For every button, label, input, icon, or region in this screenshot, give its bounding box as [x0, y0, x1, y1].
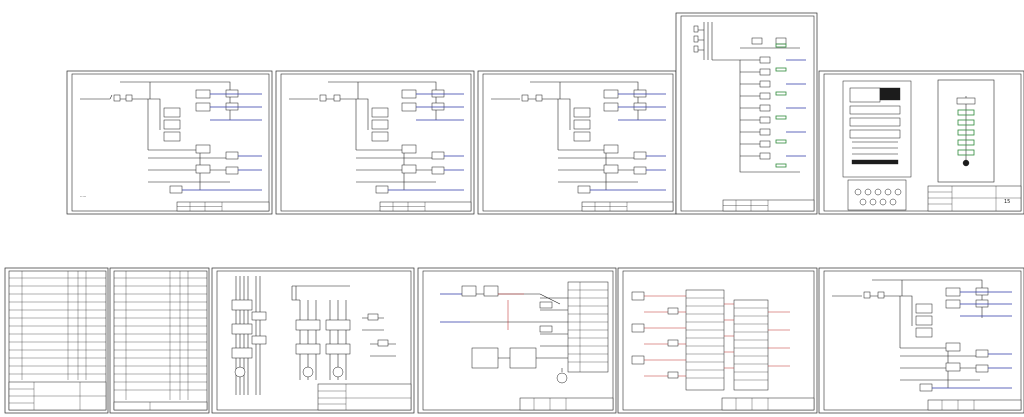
- sheet-3-title-block: [581, 201, 674, 212]
- sheet-10-diagram: [631, 289, 790, 391]
- sheet-11-schematic: [832, 279, 1012, 392]
- sheet-5-terminal-row: [854, 188, 902, 206]
- sheet-5-title-block: 15: [927, 185, 1022, 212]
- sheet-4[interactable]: [675, 12, 818, 215]
- sheet-2[interactable]: [275, 70, 475, 215]
- sheet-9-schematic: [440, 281, 609, 384]
- sheet-2-title-block: [379, 201, 472, 212]
- sheet-4-title-block: [722, 199, 815, 212]
- sheet-5-panel-front-view: [842, 80, 912, 211]
- sheet-7-title-block: [113, 401, 208, 411]
- sheet-5[interactable]: 15: [818, 70, 1024, 215]
- sheet-6[interactable]: [4, 267, 109, 414]
- sheet-4-schematic: [693, 22, 806, 173]
- sheet-4-feeder-column: [759, 43, 787, 168]
- sheet-8[interactable]: [211, 267, 415, 414]
- sheet-10-title-block: [721, 397, 815, 411]
- sheet-3-schematic: [491, 81, 666, 194]
- sheet-3[interactable]: [477, 70, 677, 215]
- sheet-7[interactable]: [109, 267, 210, 414]
- sheet-10[interactable]: [617, 267, 818, 414]
- sheet-1-title-block: [176, 201, 270, 212]
- sheet-1[interactable]: ·····: [66, 70, 273, 215]
- sheet-11[interactable]: [818, 267, 1024, 414]
- sheet-2-schematic: [289, 81, 464, 194]
- sheet-5-sheet-number: 15: [1004, 199, 1010, 205]
- sheet-9-terminal-block: [568, 282, 608, 372]
- sheet-6-table: [9, 271, 106, 380]
- sheet-11-title-block: [927, 399, 1022, 411]
- sheet-1-schematic: ·····: [80, 81, 262, 199]
- sheet-9-title-block: [519, 397, 614, 411]
- sheet-7-table: [114, 271, 207, 400]
- svg-text:·····: ·····: [80, 194, 86, 199]
- sheet-5-indicator-diagram: [937, 79, 995, 183]
- sheet-8-schematic: [231, 276, 396, 395]
- sheet-8-title-block: [317, 383, 412, 411]
- sheet-6-title-block: [8, 381, 107, 411]
- sheet-9[interactable]: [417, 267, 617, 414]
- sheet-10-terminal-rows: [686, 297, 768, 381]
